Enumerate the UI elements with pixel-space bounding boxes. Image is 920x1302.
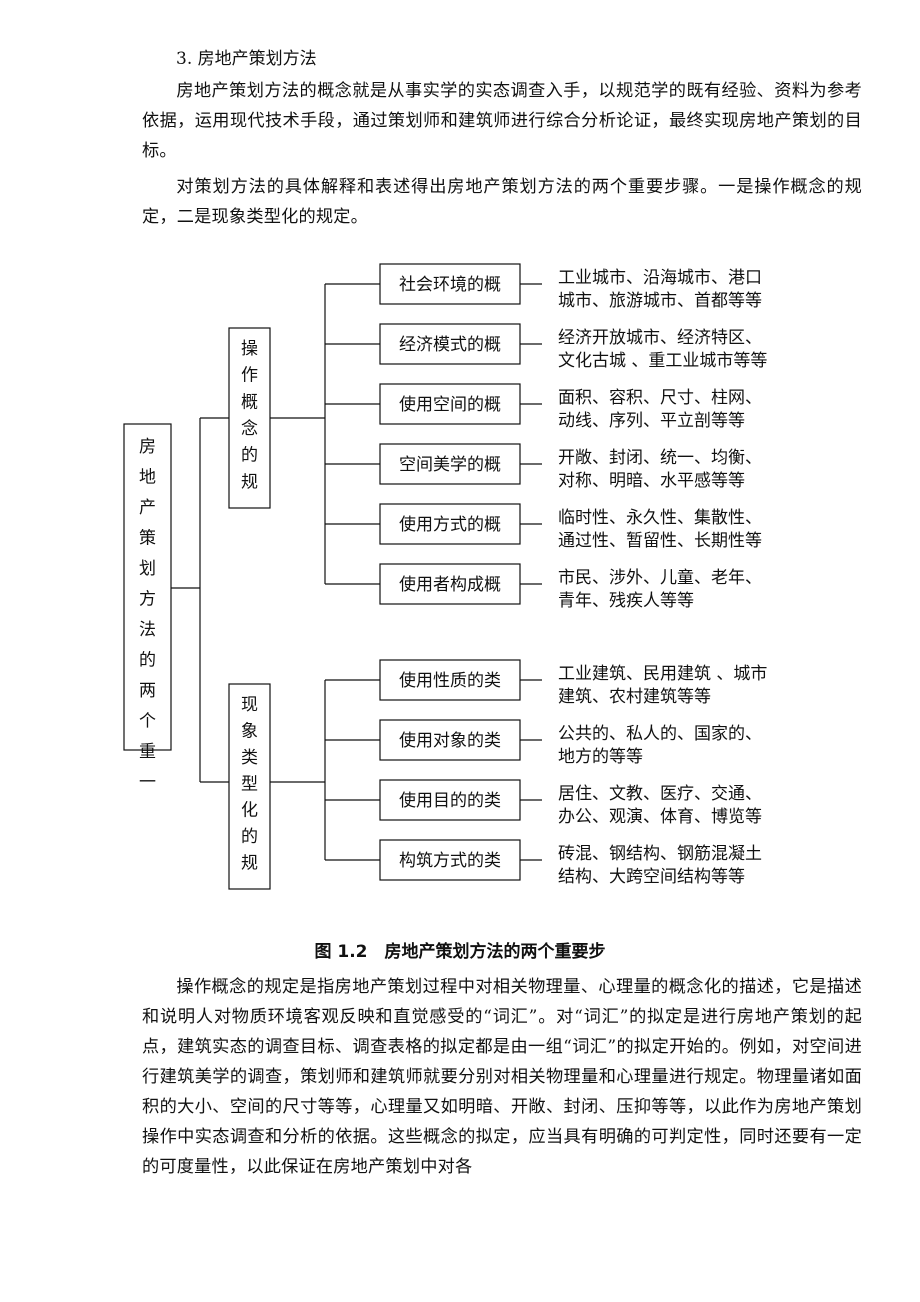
branch-box-label: 概 (241, 392, 258, 412)
branch-box-label: 现 (241, 695, 258, 715)
branch-box-label: 化 (241, 801, 258, 821)
example-text-line2: 城市、旅游城市、首都等等 (558, 291, 762, 311)
branch-box (228, 683, 271, 890)
example-text-line1: 工业城市、沿海城市、港口 (558, 268, 762, 288)
root-box-label: 方 (139, 590, 156, 610)
branch-box-label: 规 (241, 854, 258, 874)
branch-box-label: 作 (241, 366, 258, 386)
example-text-line2: 对称、明暗、水平感等等 (558, 471, 745, 491)
branch-box-label: 的 (241, 446, 258, 466)
example-text-line2: 地方的等等 (558, 747, 643, 767)
concept-box-label: 使用方式的概 (399, 514, 501, 535)
root-box-label: 个 (139, 712, 156, 732)
example-text-line2: 文化古城 、重工业城市等等 (558, 351, 767, 371)
root-box-label: 策 (139, 529, 156, 549)
concept-box-label: 使用目的的类 (399, 790, 501, 811)
concept-box-label: 空间美学的概 (399, 455, 501, 475)
concept-box (379, 779, 521, 821)
example-text-line1: 砖混、钢结构、钢筋混凝土 (558, 844, 762, 864)
root-box (123, 423, 172, 751)
example-text-line1: 经济开放城市、经济特区、 (558, 328, 762, 348)
branch-box-label: 规 (241, 472, 258, 492)
root-box-label: 一 (139, 773, 156, 793)
branch-box-label: 型 (241, 774, 258, 794)
concept-box (379, 323, 521, 365)
root-box-label: 的 (139, 651, 156, 671)
example-text-line1: 市民、涉外、儿童、老年、 (558, 568, 762, 588)
concept-box (379, 719, 521, 761)
example-text-line2: 办公、观演、体育、博览等 (558, 807, 762, 827)
concept-box (379, 563, 521, 605)
branch-box-label: 象 (241, 721, 258, 741)
root-box-label: 划 (139, 559, 156, 579)
branch-box-label: 操 (241, 339, 258, 359)
branch-box-label: 念 (241, 418, 258, 439)
concept-box (379, 443, 521, 485)
example-text-line1: 公共的、私人的、国家的、 (558, 724, 762, 744)
root-box-label: 房 (139, 437, 156, 457)
example-text-line2: 通过性、暂留性、长期性等 (558, 531, 762, 551)
concept-box (379, 839, 521, 881)
paragraph-two-steps: 对策划方法的具体解释和表述得出房地产策划方法的两个重要步骤。一是操作概念的规定，… (142, 177, 862, 227)
branch-box-label: 的 (241, 827, 258, 847)
concept-box-label: 社会环境的概 (399, 275, 501, 295)
example-text-line2: 结构、大跨空间结构等等 (558, 867, 745, 887)
concept-box (379, 659, 521, 701)
example-text-line2: 建筑、农村建筑等等 (558, 687, 711, 707)
branch-box-label: 类 (241, 748, 258, 768)
root-box-label: 法 (139, 620, 156, 640)
root-box-label: 重 (139, 742, 156, 762)
root-box-label: 地 (139, 468, 156, 488)
method-steps-diagram: 房地产策划方法的两个重一操作概念的规社会环境的概工业城市、沿海城市、港口城市、旅… (123, 263, 767, 890)
example-text-line1: 临时性、永久性、集散性、 (558, 508, 762, 528)
example-text-line1: 居住、文教、医疗、交通、 (558, 784, 762, 804)
paragraph-method-concept: 房地产策划方法的概念就是从事实学的实态调查入手，以规范学的既有经验、资料为参考依… (142, 81, 862, 161)
concept-box-label: 使用性质的类 (399, 670, 501, 691)
root-box-label: 两 (139, 681, 156, 701)
root-box-label: 产 (139, 498, 156, 518)
example-text-line1: 工业建筑、民用建筑 、城市 (558, 664, 767, 684)
paragraph-operational-concept: 操作概念的规定是指房地产策划过程中对相关物理量、心理量的概念化的描述，它是描述和… (142, 977, 862, 1177)
concept-box (379, 263, 521, 305)
example-text-line2: 青年、残疾人等等 (558, 591, 694, 611)
example-text-line1: 开敞、封闭、统一、均衡、 (558, 448, 762, 468)
section-heading: 3. 房地产策划方法 (176, 49, 317, 69)
concept-box (379, 503, 521, 545)
concept-box-label: 经济模式的概 (399, 335, 501, 355)
concept-box-label: 使用者构成概 (399, 574, 501, 595)
example-text-line1: 面积、容积、尺寸、柱网、 (558, 388, 762, 408)
concept-box-label: 构筑方式的类 (399, 851, 501, 871)
branch-box (228, 327, 271, 509)
concept-box-label: 使用对象的类 (399, 730, 501, 751)
example-text-line2: 动线、序列、平立剖等等 (558, 411, 745, 431)
figure-caption: 图 1.2 房地产策划方法的两个重要步 (314, 942, 606, 962)
concept-box-label: 使用空间的概 (399, 394, 501, 415)
